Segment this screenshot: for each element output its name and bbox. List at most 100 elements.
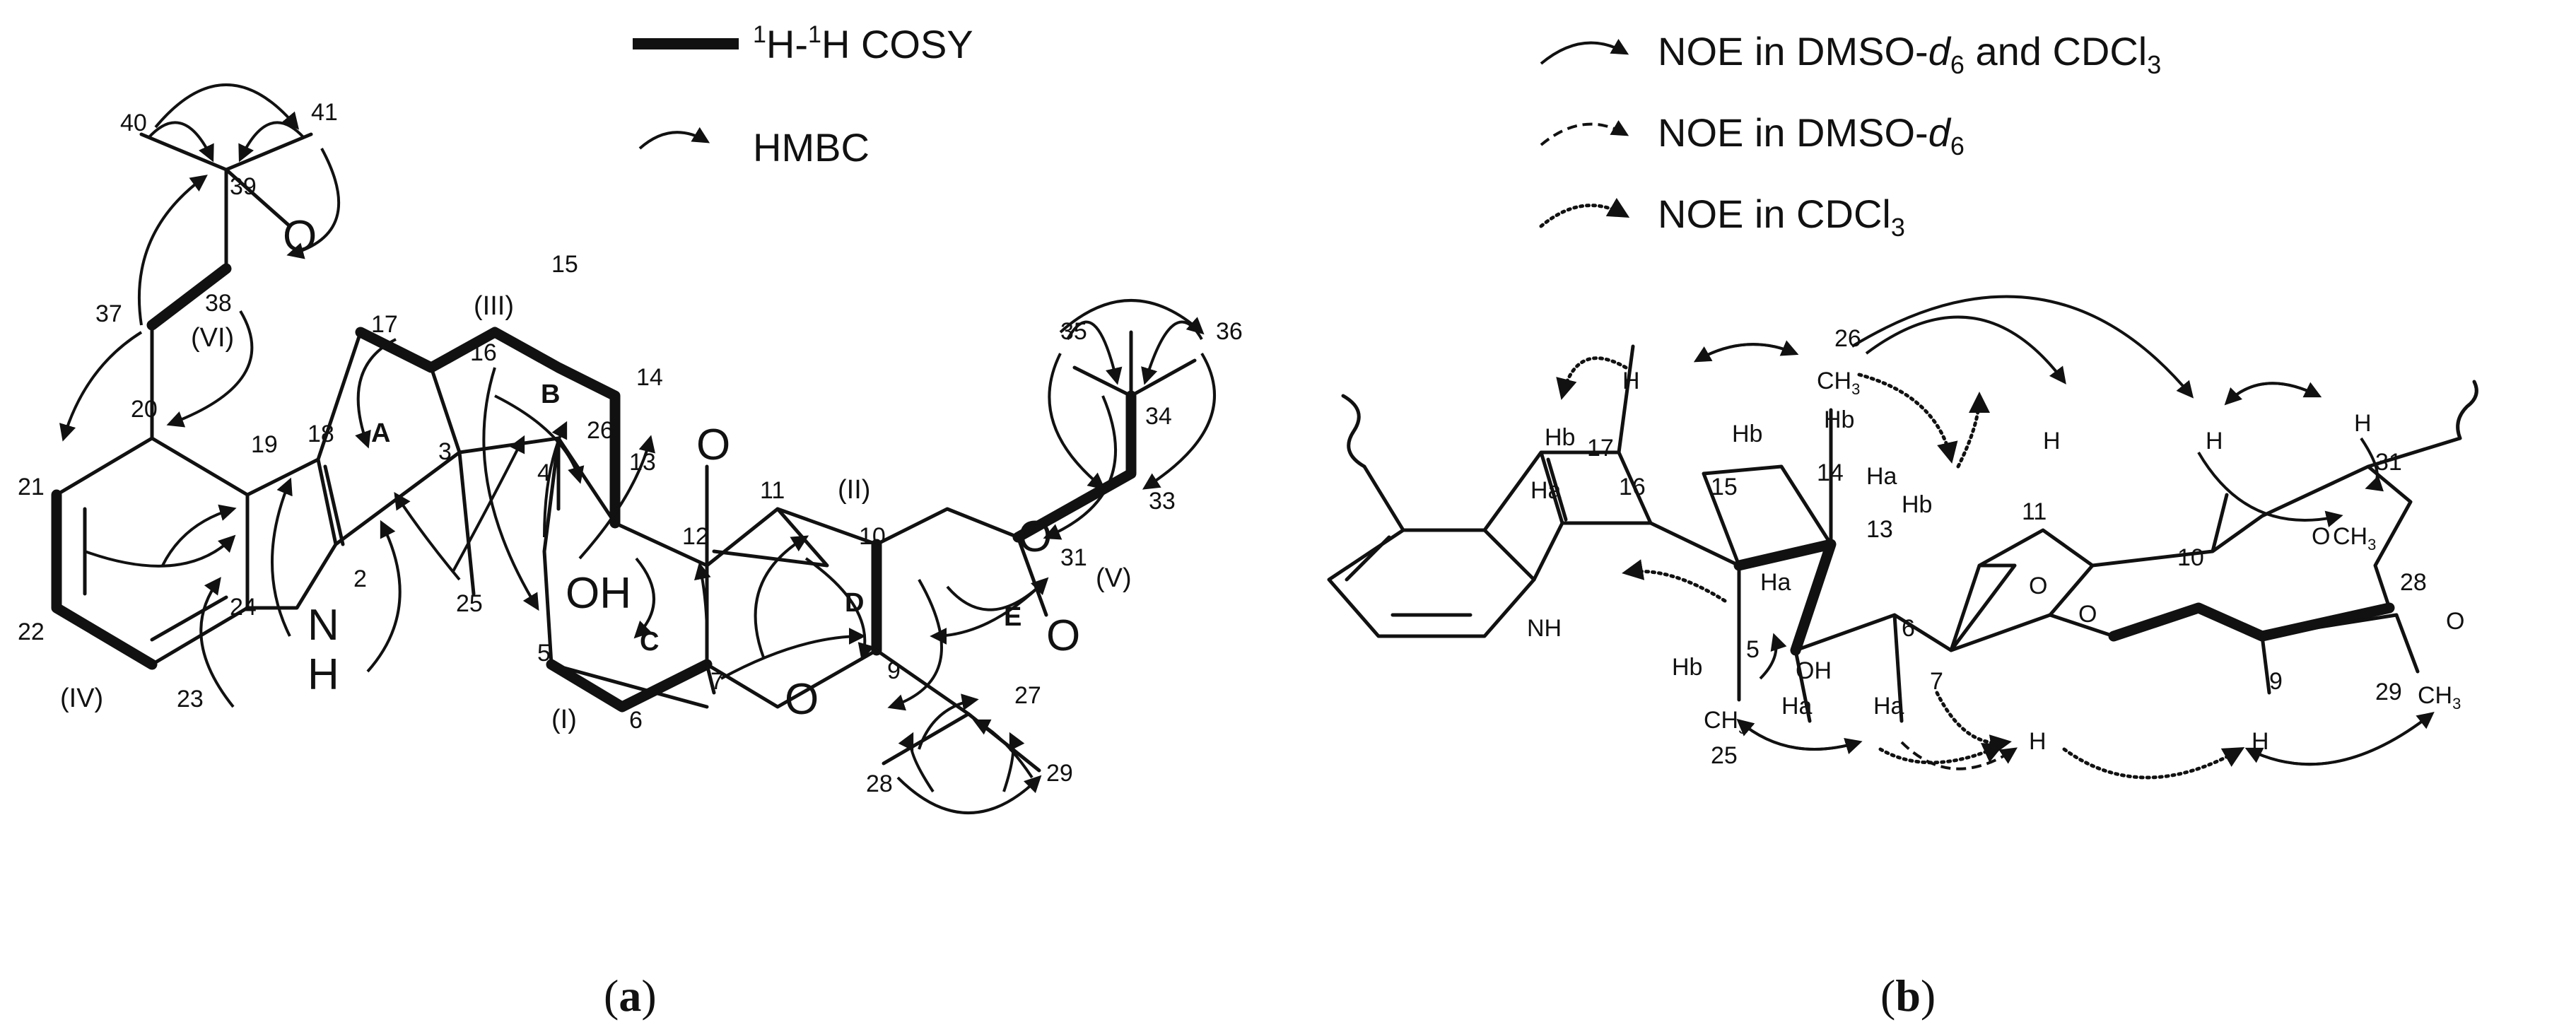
caption-b: (b)	[1880, 971, 1936, 1021]
svg-text:(V): (V)	[1096, 563, 1132, 593]
svg-text:Ha: Ha	[1866, 463, 1897, 490]
svg-text:29: 29	[1046, 760, 1073, 787]
noe-dotted-legend-arrow	[1539, 197, 1630, 228]
svg-text:O: O	[1046, 611, 1080, 660]
svg-text:O: O	[1018, 512, 1052, 561]
hmbc-legend-arrow	[638, 127, 710, 150]
svg-text:Hb: Hb	[1902, 491, 1932, 518]
svg-text:CH3: CH3	[2333, 523, 2376, 553]
svg-text:17: 17	[371, 311, 398, 338]
svg-text:H: H	[308, 650, 339, 699]
svg-text:Hb: Hb	[1824, 406, 1854, 433]
svg-text:H: H	[2206, 428, 2223, 455]
svg-text:(I): (I)	[551, 705, 577, 734]
atom-labels-panel-a: 40 41 39 O 37 38 (VI) 17 (III) 15 16 B 1…	[18, 99, 1243, 797]
svg-text:OH: OH	[566, 569, 631, 618]
svg-text:12: 12	[682, 523, 709, 550]
svg-text:18: 18	[308, 421, 334, 447]
cosy-legend-label: 1H-1H COSY	[753, 21, 973, 66]
svg-text:CH3: CH3	[1817, 368, 1860, 398]
svg-text:(IV): (IV)	[60, 684, 103, 713]
svg-text:26: 26	[587, 417, 614, 444]
svg-text:O: O	[2078, 601, 2097, 628]
svg-text:39: 39	[230, 173, 257, 200]
svg-text:O: O	[2029, 573, 2047, 599]
svg-text:O: O	[283, 212, 317, 261]
svg-text:6: 6	[1902, 615, 1915, 642]
noe-solid-legend-label: NOE in DMSO-d6 and CDCl3	[1658, 29, 2161, 79]
svg-text:27: 27	[1014, 682, 1041, 709]
svg-text:Ha: Ha	[1781, 693, 1813, 720]
svg-text:5: 5	[1746, 636, 1760, 663]
svg-text:17: 17	[1587, 435, 1614, 462]
svg-text:34: 34	[1145, 403, 1172, 430]
svg-text:14: 14	[1817, 459, 1844, 486]
svg-text:N: N	[308, 601, 339, 650]
svg-text:19: 19	[251, 431, 278, 458]
svg-text:CH3: CH3	[2418, 682, 2461, 713]
svg-text:28: 28	[866, 770, 893, 797]
svg-text:10: 10	[859, 523, 886, 550]
svg-text:Ha: Ha	[1873, 693, 1904, 720]
svg-text:20: 20	[131, 396, 158, 423]
svg-text:H: H	[2029, 728, 2047, 755]
svg-text:7: 7	[1930, 668, 1943, 695]
svg-text:13: 13	[629, 449, 656, 476]
svg-text:4: 4	[537, 459, 551, 486]
svg-text:O: O	[696, 421, 730, 469]
svg-text:13: 13	[1866, 516, 1893, 543]
svg-text:25: 25	[1711, 742, 1738, 769]
svg-text:O: O	[785, 675, 819, 724]
svg-text:OH: OH	[1796, 657, 1832, 684]
noe-dashed-legend-label: NOE in DMSO-d6	[1658, 110, 1965, 160]
structure-panel-a	[51, 132, 1197, 773]
svg-text:11: 11	[2022, 498, 2047, 525]
svg-text:26: 26	[1834, 325, 1861, 352]
svg-text:22: 22	[18, 618, 45, 645]
legend-panel-a: 1H-1H COSY HMBC	[633, 21, 973, 170]
svg-text:33: 33	[1149, 488, 1176, 515]
svg-text:O: O	[2446, 608, 2464, 635]
svg-text:10: 10	[2177, 544, 2204, 571]
caption-a: (a)	[604, 971, 657, 1021]
svg-text:35: 35	[1060, 318, 1087, 345]
svg-text:Ha: Ha	[1760, 569, 1791, 596]
svg-text:28: 28	[2400, 569, 2427, 596]
noe-dotted-legend-label: NOE in CDCl3	[1658, 192, 1905, 242]
svg-text:16: 16	[1619, 474, 1646, 500]
svg-text:E: E	[1004, 602, 1021, 632]
svg-text:36: 36	[1216, 318, 1243, 345]
svg-text:11: 11	[760, 477, 785, 504]
svg-text:NH: NH	[1527, 615, 1562, 642]
hmbc-legend-label: HMBC	[753, 125, 870, 170]
atom-labels-panel-b: H 26 CH3 Hb 17 Ha 16 Hb 15 Hb 14 Ha H Hb…	[1527, 325, 2464, 769]
svg-text:3: 3	[438, 438, 452, 465]
svg-text:C: C	[640, 627, 659, 657]
svg-text:H: H	[2354, 410, 2372, 437]
hmbc-arrows-panel-a	[59, 83, 1216, 814]
svg-text:Hb: Hb	[1732, 421, 1762, 447]
svg-text:(III): (III)	[474, 291, 514, 321]
svg-text:31: 31	[2375, 449, 2402, 476]
svg-text:40: 40	[120, 110, 147, 136]
svg-text:15: 15	[551, 251, 578, 278]
svg-text:37: 37	[95, 300, 122, 327]
structure-panel-b	[1327, 344, 2478, 723]
svg-text:B: B	[541, 380, 560, 409]
svg-text:(II): (II)	[838, 475, 870, 505]
svg-text:7: 7	[710, 668, 724, 695]
svg-text:H: H	[2252, 728, 2269, 755]
noe-solid-legend-arrow	[1540, 38, 1629, 65]
svg-text:9: 9	[887, 657, 901, 684]
svg-text:(VI): (VI)	[191, 323, 234, 353]
svg-text:15: 15	[1711, 474, 1738, 500]
svg-text:41: 41	[311, 99, 338, 126]
svg-text:5: 5	[537, 640, 551, 667]
svg-text:CH3: CH3	[1704, 707, 1747, 737]
svg-text:H: H	[2043, 428, 2061, 455]
svg-text:Ha: Ha	[1530, 477, 1562, 504]
svg-text:14: 14	[636, 364, 663, 391]
svg-text:25: 25	[456, 590, 483, 617]
svg-text:Hb: Hb	[1672, 654, 1702, 681]
